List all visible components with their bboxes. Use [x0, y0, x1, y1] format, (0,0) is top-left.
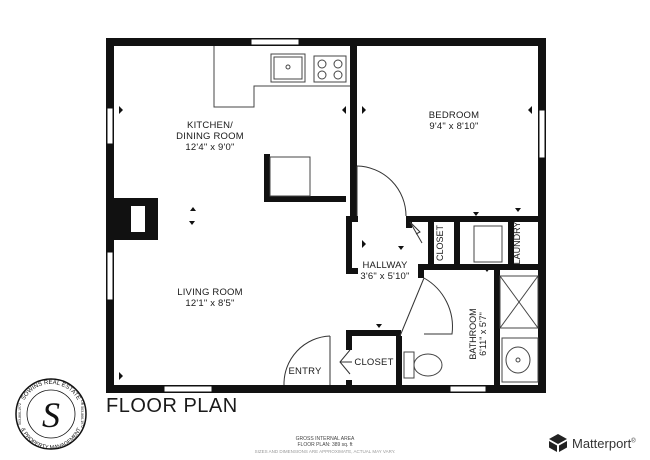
logo-letter: S	[42, 395, 60, 435]
exterior-walls	[106, 38, 546, 393]
interior-walls	[264, 46, 538, 386]
page-title: FLOOR PLAN	[106, 395, 238, 417]
entry-closet-label: CLOSET	[354, 357, 394, 368]
bathroom-fixtures	[403, 225, 539, 383]
living-room-name: LIVING ROOM	[177, 287, 243, 298]
bathroom-dimensions: 6'11" x 5'7"	[478, 312, 488, 356]
refrigerator	[269, 156, 311, 197]
kitchen-dimensions: 12'4" x 9'0"	[185, 142, 235, 153]
living-room-label: LIVING ROOM 12'1" x 8'5"	[160, 287, 260, 309]
logo-phone-left: 503-866-1972	[18, 403, 22, 425]
doors	[283, 165, 453, 386]
brand-mark: ®	[631, 438, 636, 445]
kitchen-name-1: KITCHEN/	[187, 120, 233, 131]
logo-phone-right: OR 503-866-1972	[80, 400, 84, 428]
bedroom-name: BEDROOM	[428, 110, 480, 121]
hallway-label: HALLWAY 3'6" x 5'10"	[345, 260, 425, 282]
kitchen-label: KITCHEN/ DINING ROOM 12'4" x 9'0"	[160, 120, 260, 153]
windows	[106, 38, 546, 393]
hall-closet-label: CLOSET	[435, 225, 445, 262]
gross-area-note: GROSS INTERNAL AREA FLOOR PLAN: 389 sq. …	[265, 436, 385, 448]
bathroom-label: BATHROOM 6'11" x 5'7"	[468, 284, 488, 384]
entry-label: ENTRY	[288, 366, 322, 377]
living-room-dimensions: 12'1" x 8'5"	[185, 298, 235, 309]
kitchen-counter	[213, 46, 350, 108]
bathroom-name: BATHROOM	[468, 308, 478, 360]
gross-area-heading: GROSS INTERNAL AREA	[295, 436, 355, 442]
brand-name: Matterport	[572, 435, 632, 451]
laundry-label: LAUNDRY	[512, 221, 522, 265]
matterport-cube-icon	[549, 434, 567, 452]
hallway-name: HALLWAY	[362, 260, 408, 271]
fireplace	[114, 198, 158, 240]
matterport-wordmark: Matterport®	[572, 436, 636, 451]
bedroom-dimensions: 9'4" x 8'10"	[429, 121, 479, 132]
hallway-dimensions: 3'6" x 5'10"	[360, 271, 410, 282]
bedroom-label: BEDROOM 9'4" x 8'10"	[404, 110, 504, 132]
matterport-brand: Matterport®	[548, 433, 636, 453]
disclaimer-text: SIZES AND DIMENSIONS ARE APPROXIMATE, AC…	[254, 449, 396, 454]
gross-area-value: FLOOR PLAN: 389 sq. ft	[297, 442, 353, 448]
company-logo: SOWINS REAL ESTATE & PROPERTY MANAGEMENT…	[15, 378, 87, 451]
room-markers	[119, 106, 532, 380]
kitchen-name-2: DINING ROOM	[176, 131, 244, 142]
